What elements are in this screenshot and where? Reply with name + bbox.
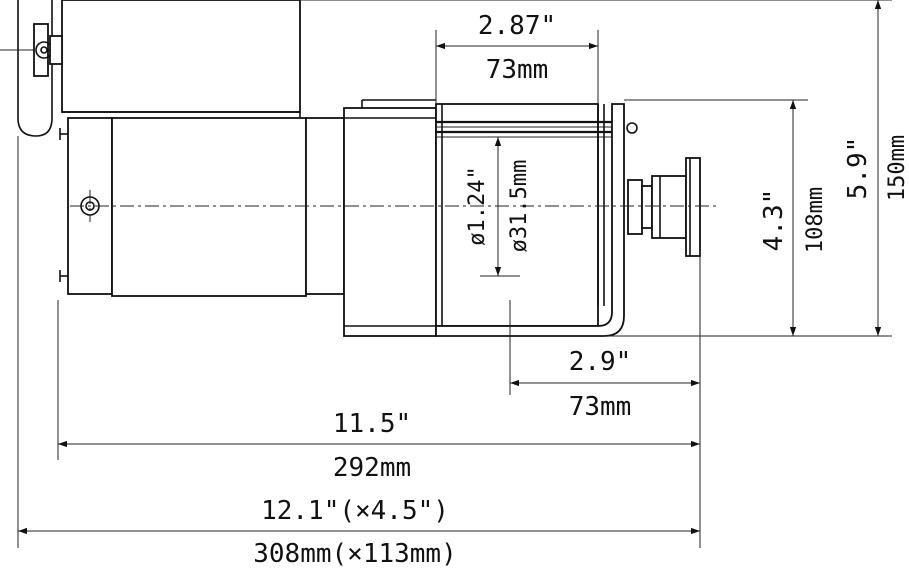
dimension-lines bbox=[18, 0, 882, 535]
cable-drum bbox=[435, 103, 612, 327]
mount-width-mm-label: 73mm bbox=[569, 392, 632, 422]
gearbox-housing bbox=[343, 107, 437, 337]
overall-length-mm-label: 308mm(×113mm) bbox=[253, 539, 457, 569]
dimension-labels: 2.87" 73mm ø1.24" ø31.5mm 2.9" 73mm 4.3"… bbox=[253, 11, 909, 569]
length-in-label: 11.5" bbox=[333, 409, 411, 439]
handle-pulley bbox=[0, 0, 63, 137]
mount-height-mm-label: 108mm bbox=[803, 187, 828, 253]
mount-height-in-label: 4.3" bbox=[759, 189, 789, 252]
extension-lines bbox=[17, 0, 892, 548]
winch-outline bbox=[0, 0, 701, 337]
motor-housing bbox=[111, 117, 307, 297]
overall-height-mm-label: 150mm bbox=[885, 135, 909, 201]
mount-width-in-label: 2.9" bbox=[569, 347, 632, 377]
drum-width-in-label: 2.87" bbox=[478, 11, 556, 41]
clutch-knob[interactable] bbox=[641, 157, 701, 257]
drum-dia-in-label: ø1.24" bbox=[465, 166, 490, 245]
drum-dia-mm-label: ø31.5mm bbox=[507, 160, 532, 253]
overall-length-in-label: 12.1"(×4.5") bbox=[261, 496, 449, 526]
end-frame bbox=[435, 103, 643, 337]
length-mm-label: 292mm bbox=[333, 453, 411, 483]
overall-height-in-label: 5.9" bbox=[843, 137, 873, 200]
control-box bbox=[61, 0, 301, 113]
drum-width-mm-label: 73mm bbox=[486, 55, 549, 85]
